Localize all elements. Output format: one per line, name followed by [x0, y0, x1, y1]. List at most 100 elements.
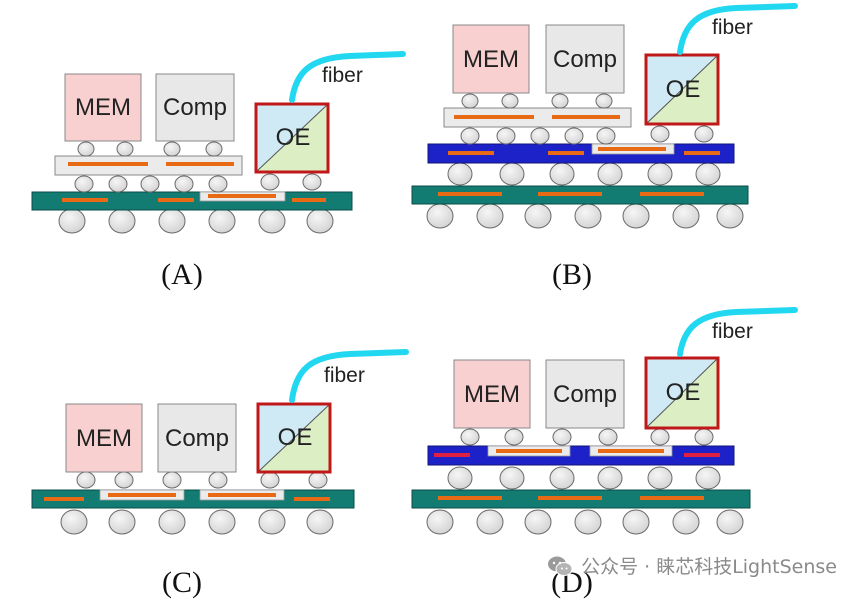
solder-bump [496, 127, 516, 145]
trace [68, 162, 148, 166]
solder-bump [460, 428, 480, 446]
solder-bump [460, 127, 480, 145]
solder-bump [504, 428, 524, 446]
solder-bump [595, 93, 613, 109]
mem-chip [64, 73, 142, 142]
mem-label: MEM [464, 381, 520, 408]
solder-bump [695, 466, 721, 490]
fiber [677, 307, 798, 357]
trace [44, 497, 84, 501]
watermark: 公众号 · 睐芯科技LightSense [547, 552, 837, 579]
trace [166, 162, 234, 166]
mem-chip [65, 403, 143, 473]
trace [538, 496, 602, 500]
solder-bump [108, 175, 128, 193]
bottom-ball-row [58, 208, 334, 234]
trace [158, 198, 194, 202]
solder-bump [564, 127, 584, 145]
fiber-label: fiber [712, 320, 753, 343]
micro-bump-row [460, 125, 714, 145]
solder-bump [260, 173, 280, 191]
solder-bump [208, 208, 236, 234]
panel-caption: (B) [552, 258, 592, 291]
solder-bump [447, 162, 473, 186]
trace [208, 194, 276, 198]
trace [684, 151, 720, 155]
solder-bump [302, 173, 322, 191]
comp-chip [157, 403, 237, 473]
panel-c: MEM Comp OE fiber (C) [31, 349, 409, 599]
solder-bump [76, 471, 96, 489]
panel-caption: (A) [161, 258, 203, 291]
solder-bump [716, 203, 744, 229]
solder-bump [530, 127, 550, 145]
solder-bump [208, 471, 228, 489]
trace [438, 192, 502, 196]
oe-border [644, 356, 720, 430]
solder-bump [499, 466, 525, 490]
solder-bump [650, 428, 670, 446]
trace [294, 497, 330, 501]
solder-bump [549, 466, 575, 490]
mem-chip [453, 359, 531, 429]
solder-bump [622, 509, 650, 535]
trace [454, 115, 534, 119]
trace [538, 192, 602, 196]
solder-bump [77, 141, 95, 157]
trace [598, 449, 664, 453]
comp-chip [155, 73, 235, 142]
solder-bump [58, 208, 86, 234]
solder-bump [140, 175, 160, 193]
fiber [289, 349, 409, 403]
solder-bump [549, 162, 575, 186]
panel-d: MEM Comp OE fiber (D) [411, 307, 798, 599]
solder-bump [426, 203, 454, 229]
watermark-text: 公众号 · 睐芯科技LightSense [581, 556, 837, 578]
solder-bump [306, 509, 334, 535]
solder-bump [260, 471, 280, 489]
comp-label: Comp [163, 94, 227, 121]
solder-bump [647, 162, 673, 186]
solder-bump [306, 208, 334, 234]
wechat-icon [548, 556, 573, 576]
solder-bump [672, 509, 700, 535]
solder-bump [158, 509, 186, 535]
solder-bump [108, 509, 136, 535]
mem-label: MEM [463, 46, 519, 73]
trace [640, 496, 704, 500]
solder-bump [60, 509, 88, 535]
solder-bump [447, 466, 473, 490]
solder-bump [426, 509, 454, 535]
solder-bump [501, 93, 519, 109]
oe-label: OE [666, 379, 701, 406]
solder-bump [162, 471, 182, 489]
panel-caption: (C) [162, 566, 202, 599]
solder-bump [116, 141, 134, 157]
solder-bump [551, 93, 569, 109]
trace [208, 493, 276, 497]
rdl-ball-row [447, 466, 721, 490]
solder-bump [672, 203, 700, 229]
trace [552, 115, 620, 119]
fiber [677, 3, 798, 55]
rdl-ball-row [447, 162, 721, 186]
trace [448, 151, 494, 155]
solder-bump [622, 203, 650, 229]
oe-border [254, 102, 330, 174]
comp-chip [545, 359, 625, 429]
oe-label: OE [666, 76, 701, 103]
trace [496, 449, 562, 453]
solder-bump [694, 125, 714, 143]
line [257, 403, 331, 473]
micro-bump-row [74, 173, 322, 193]
fiber [289, 51, 406, 103]
solder-bump [205, 141, 223, 157]
solder-bump [597, 466, 623, 490]
mem-label: MEM [76, 425, 132, 452]
solder-bump [476, 203, 504, 229]
solder-bump [208, 509, 236, 535]
solder-bump [524, 203, 552, 229]
solder-bump [499, 162, 525, 186]
interposer [443, 107, 632, 128]
